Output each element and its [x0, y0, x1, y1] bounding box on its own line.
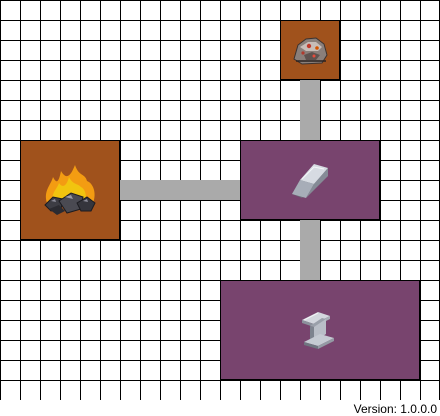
- iron-beam-icon: [296, 308, 344, 352]
- coal-icon: [39, 161, 101, 219]
- node-coal[interactable]: [20, 140, 120, 240]
- connector-ingot-to-beam: [300, 220, 320, 280]
- node-iron-ingot[interactable]: [240, 140, 380, 220]
- version-label: Version: 1.0.0.0: [353, 402, 437, 416]
- connector-ore-to-ingot: [300, 80, 320, 140]
- iron-ingot-icon: [288, 158, 332, 202]
- connector-coal-to-ingot: [120, 180, 240, 200]
- iron-ore-icon: [290, 33, 330, 67]
- node-iron-ore[interactable]: [280, 20, 340, 80]
- node-iron-beam[interactable]: [220, 280, 420, 380]
